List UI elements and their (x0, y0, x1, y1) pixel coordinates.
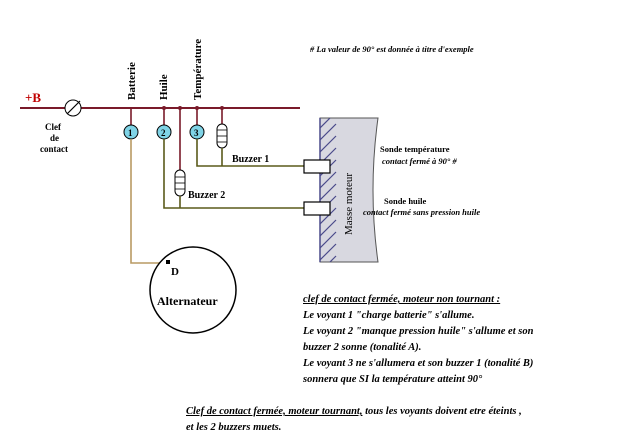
temp-circuit-wire (196, 139, 304, 167)
engine-block (319, 117, 379, 263)
note2-rest: tous les voyants doivent etre éteints , (362, 406, 522, 417)
batterie-label: Batterie (126, 62, 138, 100)
lamp-2-number: 2 (161, 128, 166, 138)
note1-title: clef de contact fermée, moteur non tourn… (303, 294, 501, 305)
buzzer-1 (216, 123, 228, 149)
note1-line: buzzer 2 sonne (tonalité A). (303, 342, 422, 353)
masse-moteur-label: Masse moteur (343, 173, 355, 235)
footnote: # La valeur de 90° est donnée à titre d'… (309, 44, 474, 54)
oil-sensor (303, 201, 331, 216)
alternator (149, 246, 237, 334)
huile-label: Huile (158, 74, 170, 100)
alternator-d-wire (130, 139, 168, 264)
note-engine-running: Clef de contact fermée, moteur tournant,… (186, 404, 522, 436)
ignition-switch (64, 99, 82, 117)
note1-line: sonnera que SI la température atteint 90… (303, 374, 483, 385)
oil-circuit-wire (163, 139, 304, 209)
sonde-huile-condition: contact fermé sans pression huile (363, 207, 480, 217)
note2-line1: Clef de contact fermée, moteur tournant,… (186, 404, 522, 420)
temperature-sensor (303, 159, 331, 174)
note-engine-not-running: clef de contact fermée, moteur non tourn… (303, 292, 533, 388)
alternator-terminal-d: D (171, 266, 179, 278)
buzzer-2 (174, 169, 186, 197)
lamp-1-number: 1 (128, 128, 133, 138)
note2-line2: et les 2 buzzers muets. (186, 422, 282, 433)
sonde-temp-condition: contact fermé à 90° # (382, 156, 457, 166)
note1-line: Le voyant 2 "manque pression huile" s'al… (303, 326, 534, 337)
warning-lamp-1: 1 (123, 124, 139, 140)
note1-line: Le voyant 1 "charge batterie" s'allume. (303, 310, 475, 321)
buzzer-1-label: Buzzer 1 (232, 154, 269, 165)
clef-label-line3: contact (40, 144, 68, 154)
temperature-label: Température (192, 39, 204, 100)
lamp-3-number: 3 (194, 128, 199, 138)
note2-lead: Clef de contact fermée, moteur tournant, (186, 406, 363, 417)
clef-label-line1: Clef (45, 122, 62, 132)
warning-lamp-2: 2 (156, 124, 172, 140)
clef-label-line2: de (50, 133, 59, 143)
sonde-temp-label: Sonde température (380, 144, 450, 154)
alternator-label: Alternateur (157, 294, 218, 308)
warning-lamp-3: 3 (189, 124, 205, 140)
sonde-huile-label: Sonde huile (384, 196, 427, 206)
buzzer-2-label: Buzzer 2 (188, 190, 225, 201)
plus-b-label: +B (25, 90, 41, 105)
note1-line: Le voyant 3 ne s'allumera et son buzzer … (303, 358, 534, 369)
